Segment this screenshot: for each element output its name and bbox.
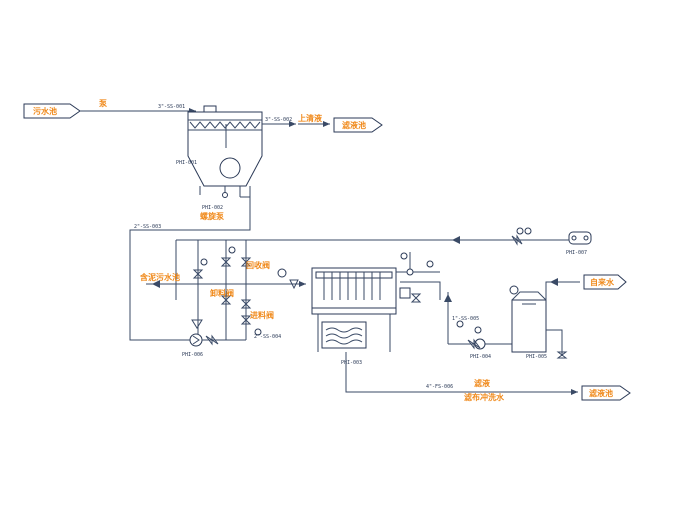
press-wash-gauge: [426, 260, 434, 268]
supernatant-label: 上清液: [298, 113, 322, 123]
wastewater-pool-label: 污水池: [33, 106, 57, 116]
wash-box: [399, 287, 411, 299]
sludge-pool-label: 含泥污水池: [140, 272, 180, 282]
filtrate-pool-label: 滤液池: [342, 120, 366, 130]
tap-water-line: [545, 281, 580, 300]
air-compressor: PHI-007: [566, 231, 592, 256]
feed-valve-label: 进料阀: [250, 310, 274, 320]
filtrate-line: [345, 352, 560, 393]
sludge-pump-label: 螺旋泵: [200, 211, 224, 221]
line-feed-tag: 2"-SS-004: [254, 334, 281, 340]
compressor-gauge-2: [524, 227, 532, 235]
pump-word-label: 泵: [99, 99, 107, 108]
feed-pressure-gauge: [277, 268, 287, 278]
back-valve-label: 回收阀: [246, 260, 270, 270]
press-pressure-gauge: [406, 268, 414, 276]
tank-drain-line: [546, 329, 563, 356]
valve-manifold: 回收阀 卸料阀 进料阀 2"-SS-004: [191, 240, 281, 340]
filter-press-tag: PHI-003: [341, 360, 362, 366]
filtrate-pool-flag-bottom: 滤液池: [581, 385, 631, 401]
thickener-outlet-valve: [222, 192, 228, 198]
feed-pump: PHI-006: [182, 333, 219, 358]
unload-valve-label: 卸料阀: [210, 288, 234, 298]
wash-pump-tag: PHI-004: [470, 354, 491, 360]
filter-press: PHI-003: [311, 267, 397, 366]
filtrate-pool-flag-top: 滤液池: [333, 117, 383, 133]
compressor-valve: [511, 234, 523, 246]
thickener-tag: PHI-001: [176, 160, 197, 166]
cloth-wash-label: 滤布冲洗水: [464, 392, 505, 402]
feed-pump-tag: PHI-006: [182, 352, 203, 358]
sludge-pool-flag: 含泥污水池: [140, 272, 180, 282]
tap-water-flag: 自来水: [583, 274, 627, 290]
line-wash-tag: 1"-SS-005: [452, 316, 479, 322]
return-line: [129, 195, 251, 341]
filtrate-pool-2-label: 滤液池: [589, 388, 613, 398]
thickener-tank: PHI-001: [176, 105, 263, 195]
compressor-gauge-1: [516, 227, 524, 235]
compressor-tag: PHI-007: [566, 250, 587, 256]
water-tank-tag: PHI-005: [526, 354, 547, 360]
press-air-gauge: [400, 252, 408, 260]
wastewater-pool-flag: 污水池: [23, 103, 81, 119]
wash-valve: [410, 293, 422, 303]
line-return-tag: 2"-SS-003: [134, 224, 161, 230]
air-header-arrow: [452, 236, 460, 244]
line-overflow-tag: 3"-SS-002: [265, 117, 292, 123]
line-filtrate-tag: 4"-FS-006: [426, 384, 453, 390]
wash-pump: PHI-004: [456, 320, 491, 360]
water-tank: PHI-005: [509, 285, 547, 360]
line-inlet-tag: 3"-SS-001: [158, 104, 185, 110]
filtrate-label: 滤液: [474, 378, 490, 388]
tap-water-label: 自来水: [590, 277, 615, 287]
pump-tag: PHI-002: [202, 205, 223, 211]
